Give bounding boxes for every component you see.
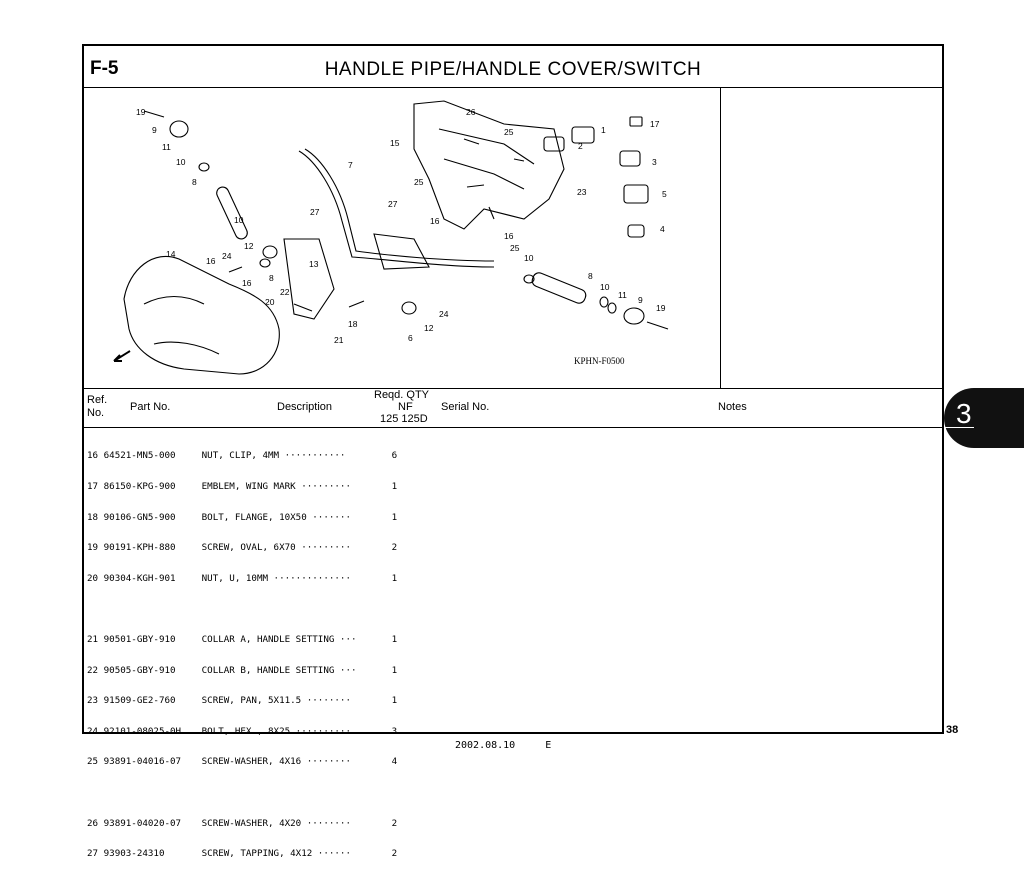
section-tab-divider — [944, 427, 974, 428]
col-part-no: Part No. — [130, 401, 171, 413]
svg-text:16: 16 — [504, 231, 514, 241]
svg-text:26: 26 — [466, 107, 476, 117]
svg-text:5: 5 — [662, 189, 667, 199]
col-description: Description — [277, 401, 333, 413]
section-tab-number: 3 — [956, 398, 972, 429]
footer: 2002.08.10 E — [455, 740, 551, 751]
svg-text:2: 2 — [578, 141, 583, 151]
svg-text:22: 22 — [280, 287, 290, 297]
svg-text:25: 25 — [510, 243, 520, 253]
svg-text:12: 12 — [244, 241, 254, 251]
svg-text:24: 24 — [439, 309, 449, 319]
col-serial: Serial No. — [441, 401, 490, 413]
svg-text:8: 8 — [192, 177, 197, 187]
svg-text:27: 27 — [388, 199, 398, 209]
svg-text:25: 25 — [504, 127, 514, 137]
figure-ref-code: KPHN-F0500 — [574, 356, 625, 366]
svg-text:11: 11 — [618, 290, 627, 300]
svg-text:20: 20 — [265, 297, 275, 307]
col-reqd-qty: Reqd. QTY — [374, 389, 430, 401]
svg-text:6: 6 — [408, 333, 413, 343]
section-tab[interactable] — [944, 388, 1024, 448]
svg-text:19: 19 — [136, 107, 146, 117]
svg-text:24: 24 — [222, 251, 232, 261]
col-variants: 125 125D — [380, 413, 428, 425]
table-header-divider — [84, 427, 942, 428]
figure-bottom-divider — [84, 388, 942, 389]
page-frame: F-5 HANDLE PIPE/HANDLE COVER/SWITCH — [82, 44, 944, 859]
svg-text:18: 18 — [348, 319, 358, 329]
col-nf: NF — [398, 401, 413, 413]
col-ref: Ref. — [87, 394, 108, 406]
svg-text:23: 23 — [577, 187, 587, 197]
svg-text:15: 15 — [390, 138, 400, 148]
svg-text:17: 17 — [650, 119, 660, 129]
svg-text:25: 25 — [414, 177, 424, 187]
svg-text:10: 10 — [524, 253, 534, 263]
svg-text:16: 16 — [206, 256, 216, 266]
svg-text:7: 7 — [348, 160, 353, 170]
footer-date: 2002.08.10 — [455, 740, 516, 751]
svg-text:21: 21 — [334, 335, 344, 345]
svg-text:27: 27 — [310, 207, 320, 217]
svg-text:10: 10 — [234, 215, 244, 225]
page-title: HANDLE PIPE/HANDLE COVER/SWITCH — [324, 59, 702, 80]
svg-text:9: 9 — [152, 125, 157, 135]
svg-text:11: 11 — [162, 142, 171, 152]
svg-text:8: 8 — [269, 273, 274, 283]
svg-text:3: 3 — [652, 157, 657, 167]
svg-text:10: 10 — [176, 157, 186, 167]
title-divider — [84, 87, 942, 88]
svg-text:4: 4 — [660, 224, 665, 234]
svg-text:13: 13 — [309, 259, 319, 269]
col-notes: Notes — [718, 401, 747, 413]
figure-notes-divider — [720, 87, 721, 388]
svg-text:19: 19 — [656, 303, 666, 313]
svg-text:9: 9 — [638, 295, 643, 305]
svg-text:10: 10 — [600, 282, 610, 292]
svg-text:14: 14 — [166, 249, 176, 259]
svg-text:16: 16 — [242, 278, 252, 288]
section-code: F-5 — [90, 58, 119, 79]
svg-text:12: 12 — [424, 323, 434, 333]
svg-text:8: 8 — [588, 271, 593, 281]
svg-text:16: 16 — [430, 216, 440, 226]
col-no: No. — [87, 407, 105, 419]
page-number: 38 — [946, 724, 959, 736]
svg-text:1: 1 — [601, 125, 606, 135]
footer-mark: E — [545, 740, 552, 751]
